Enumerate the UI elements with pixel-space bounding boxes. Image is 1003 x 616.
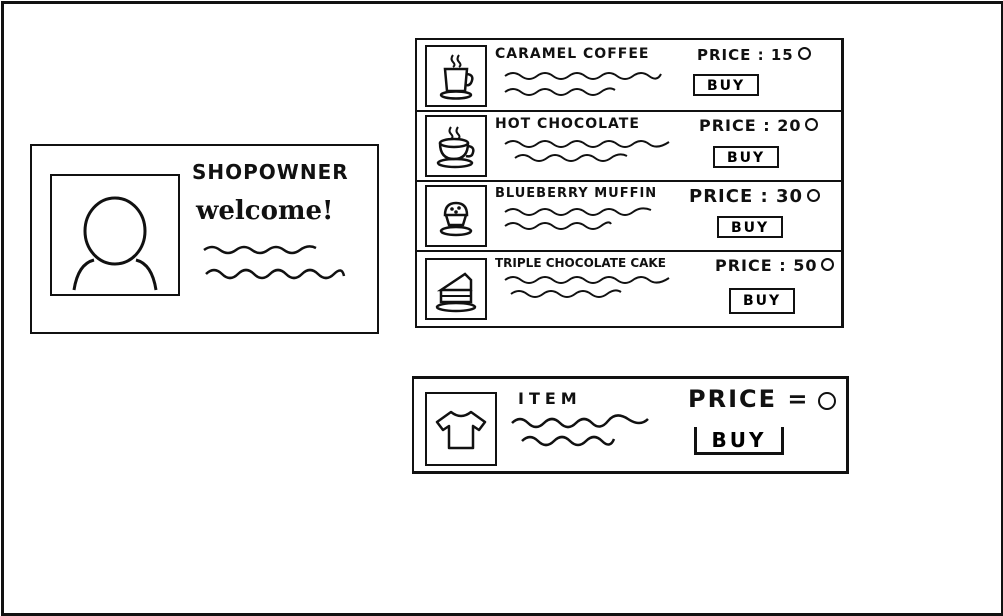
avatar [50,174,180,296]
product-description-squiggle [504,72,662,96]
product-description-squiggle [504,140,670,162]
cake-slice-icon [435,272,477,313]
owner-profile-card: SHOPOWNER welcome! [30,144,379,334]
list-item: BLUEBERRY MUFFIN PRICE : 30 BUY [417,180,841,252]
price-text: PRICE : 15 [697,46,794,64]
buy-button[interactable]: BUY [694,427,784,455]
item-price: PRICE = [688,385,810,413]
template-item-card: ITEM PRICE = BUY [412,376,849,474]
product-description-squiggle [504,276,670,298]
product-name: BLUEBERRY MUFFIN [495,186,658,201]
price-text: PRICE : 20 [699,116,802,135]
item-description-squiggle [511,414,649,447]
coin-icon [821,258,835,271]
welcome-message: welcome! [196,196,334,226]
user-avatar-icon [72,196,158,291]
product-name: TRIPLE CHOCOLATE CAKE [495,256,666,270]
shop-owner-name: SHOPOWNER [192,160,349,184]
coin-icon [797,47,811,60]
list-item: HOT CHOCOLATE PRICE : 20 BUY [417,110,841,182]
buy-button[interactable]: BUY [713,146,780,168]
buy-button[interactable]: BUY [729,288,796,314]
product-name: CARAMEL COFFEE [495,46,650,62]
coin-icon [805,118,819,131]
product-name: HOT CHOCOLATE [495,116,640,132]
product-description-squiggle [504,207,652,230]
list-item: CARAMEL COFFEE PRICE : 15 BUY [417,40,841,112]
product-price: PRICE : 50 [715,256,835,275]
coin-icon [818,392,836,410]
buy-button[interactable]: BUY [717,216,784,238]
product-price: PRICE : 30 [689,186,821,207]
tshirt-icon [435,410,487,450]
product-price: PRICE : 20 [699,116,819,135]
hot-chocolate-mug-icon [436,126,475,169]
buy-button[interactable]: BUY [693,74,760,96]
coffee-cup-icon [439,54,474,100]
product-list: CARAMEL COFFEE PRICE : 15 BUY HOT CH [415,38,844,328]
price-text: PRICE : 30 [689,186,804,207]
muffin-icon [439,201,473,237]
item-name: ITEM [518,389,582,408]
coin-icon [807,188,821,202]
price-text: PRICE : 50 [715,256,818,275]
placeholder-text-squiggle [203,245,346,280]
list-item: TRIPLE CHOCOLATE CAKE PRICE : 50 BUY [417,250,841,320]
product-price: PRICE : 15 [697,46,811,64]
